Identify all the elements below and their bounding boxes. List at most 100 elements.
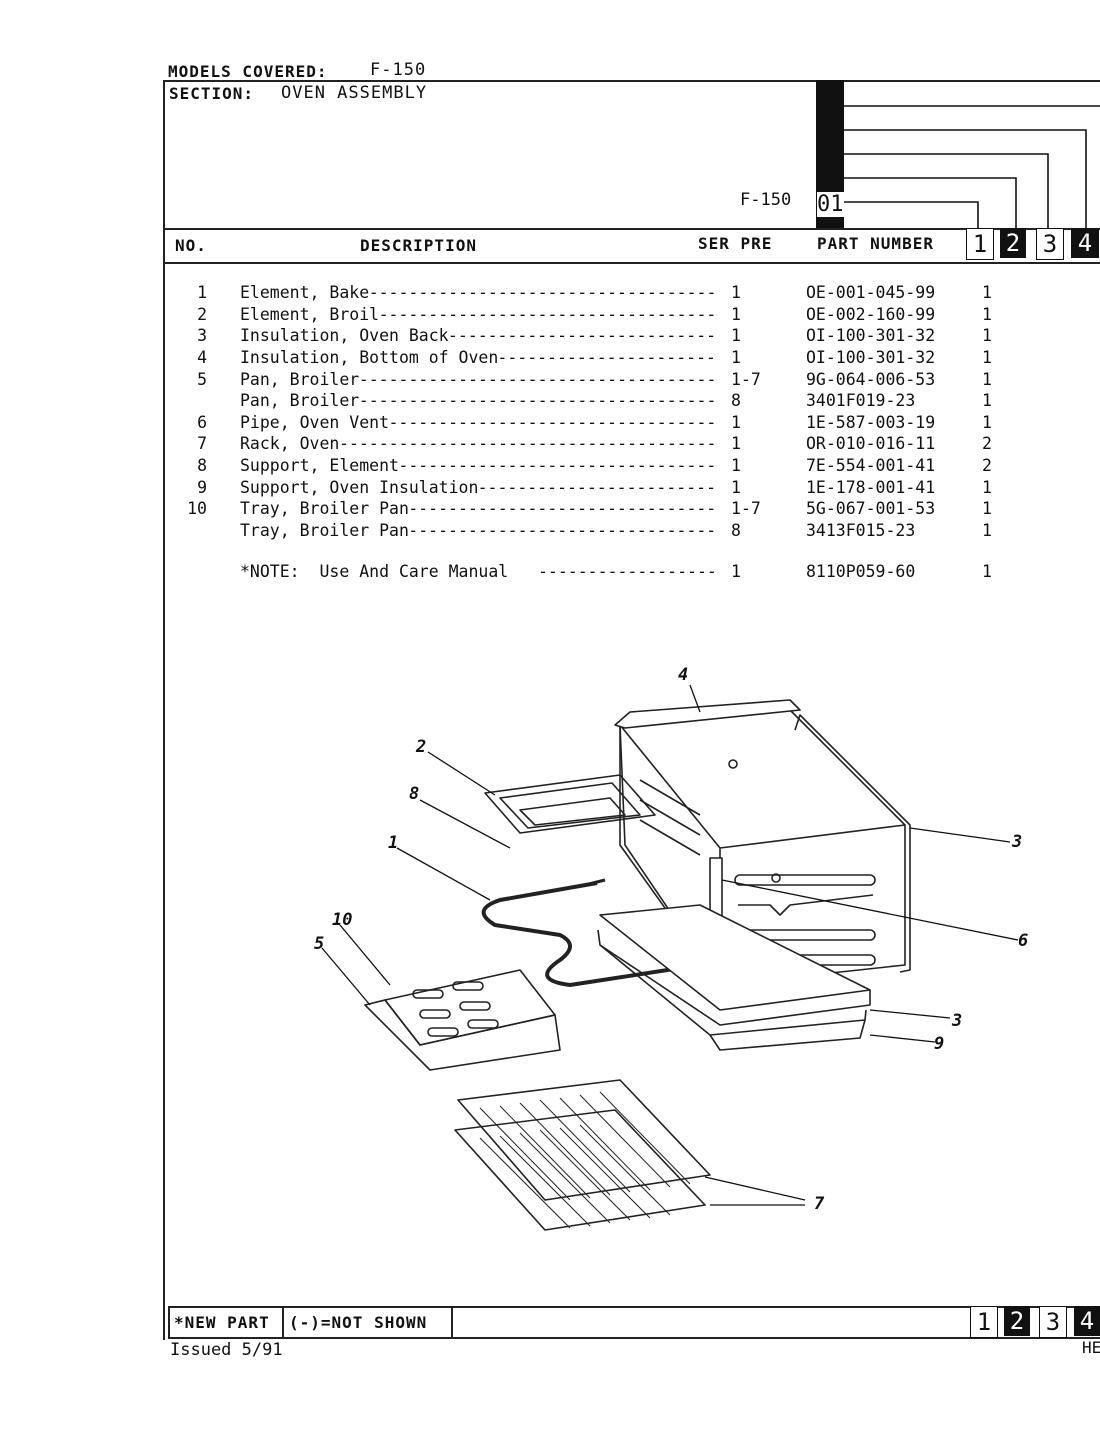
section-label: SECTION: bbox=[169, 84, 255, 103]
part-description: Pan, Broiler bbox=[240, 370, 360, 389]
footer-top-rule bbox=[168, 1306, 1100, 1308]
part-leader-dashes: ------------------------------- bbox=[408, 499, 717, 518]
column-number-2: 2 bbox=[1000, 228, 1026, 258]
part-description: Support, Element bbox=[240, 456, 399, 475]
col-header-no: NO. bbox=[175, 236, 207, 255]
part-number: 3401F019-23 bbox=[806, 391, 916, 410]
part-item-number: 4 bbox=[197, 348, 207, 367]
column-number-3: 3 bbox=[1036, 228, 1064, 260]
callout-2: 2 bbox=[416, 737, 427, 757]
part-description: Rack, Oven bbox=[240, 434, 340, 453]
section-value: OVEN ASSEMBLY bbox=[281, 83, 428, 103]
note-description: *NOTE: Use And Care Manual bbox=[240, 562, 509, 581]
part-description: Tray, Broiler Pan bbox=[240, 521, 409, 540]
col-header-ser-pre: SER PRE bbox=[698, 234, 773, 253]
part-quantity: 2 bbox=[982, 456, 992, 475]
note-ser: 1 bbox=[731, 562, 741, 581]
callout-7: 7 bbox=[814, 1194, 825, 1214]
part-item-number: 7 bbox=[197, 434, 207, 453]
part-number: 3413F015-23 bbox=[806, 521, 916, 540]
part-quantity: 1 bbox=[982, 413, 992, 432]
part-ser-pre: 1-7 bbox=[731, 370, 761, 389]
part-quantity: 1 bbox=[982, 521, 992, 540]
corner-mark: HE bbox=[1082, 1338, 1100, 1357]
part-leader-dashes: ------------------------------------ bbox=[358, 370, 717, 389]
part-ser-pre: 1 bbox=[731, 478, 741, 497]
part-item-number: 2 bbox=[197, 305, 207, 324]
part-number: 1E-587-003-19 bbox=[806, 413, 936, 432]
part-quantity: 1 bbox=[982, 283, 992, 302]
table-header-rule bbox=[163, 262, 1100, 264]
callout-10: 10 bbox=[332, 910, 353, 930]
part-leader-dashes: ------------------------------- bbox=[408, 521, 717, 540]
part-item-number: 1 bbox=[197, 283, 207, 302]
code-02: 02 bbox=[817, 169, 844, 194]
callout-3-bottom: 3 bbox=[952, 1011, 963, 1031]
footer-column-number-4: 4 bbox=[1074, 1306, 1100, 1336]
callout-9: 9 bbox=[934, 1034, 945, 1054]
part-quantity: 1 bbox=[982, 391, 992, 410]
part-item-number: 9 bbox=[197, 478, 207, 497]
part-quantity: 1 bbox=[982, 499, 992, 518]
code-05: 05 bbox=[817, 96, 844, 121]
footer-left-rule bbox=[168, 1306, 170, 1339]
part-ser-pre: 1 bbox=[731, 348, 741, 367]
part-description: Pipe, Oven Vent bbox=[240, 413, 390, 432]
part-item-number: 6 bbox=[197, 413, 207, 432]
part-description: Insulation, Bottom of Oven bbox=[240, 348, 499, 367]
part-leader-dashes: --------------------------- bbox=[447, 326, 717, 345]
issued-date: Issued 5/91 bbox=[170, 1340, 283, 1360]
parts-row: 6 Pipe, Oven Vent------------------------… bbox=[0, 413, 1100, 435]
code-04: 04 bbox=[817, 122, 844, 147]
part-quantity: 1 bbox=[982, 305, 992, 324]
part-leader-dashes: ----------------------------------- bbox=[368, 283, 717, 302]
callout-3-side: 3 bbox=[1012, 832, 1023, 852]
col-header-part-number: PART NUMBER bbox=[817, 234, 934, 253]
footer-column-number-1: 1 bbox=[970, 1306, 998, 1338]
note-row: *NOTE: Use And Care Manual -------------… bbox=[0, 562, 1100, 584]
part-number: OR-010-016-11 bbox=[806, 434, 936, 453]
parts-row: 1 Element, Bake--------------------------… bbox=[0, 283, 1100, 305]
part-item-number: 8 bbox=[197, 456, 207, 475]
parts-row: Pan, Broiler----------------------------… bbox=[0, 391, 1100, 413]
models-covered-label: MODELS COVERED: bbox=[168, 62, 328, 81]
part-ser-pre: 1 bbox=[731, 413, 741, 432]
column-number-1: 1 bbox=[966, 228, 994, 260]
part-quantity: 2 bbox=[982, 434, 992, 453]
part-description: Element, Bake bbox=[240, 283, 370, 302]
part-leader-dashes: ------------------------ bbox=[477, 478, 717, 497]
callout-6: 6 bbox=[1018, 931, 1029, 951]
header-bottom-rule bbox=[163, 228, 1100, 230]
part-ser-pre: 1 bbox=[731, 326, 741, 345]
part-ser-pre: 8 bbox=[731, 391, 741, 410]
code-01: 01 bbox=[817, 192, 844, 217]
part-item-number: 5 bbox=[197, 370, 207, 389]
part-description: Tray, Broiler Pan bbox=[240, 499, 409, 518]
parts-row: 5 Pan, Broiler---------------------------… bbox=[0, 370, 1100, 392]
part-description: Pan, Broiler bbox=[240, 391, 360, 410]
footer-bottom-rule bbox=[168, 1337, 1100, 1339]
model-code: F-150 bbox=[740, 190, 792, 210]
part-quantity: 1 bbox=[982, 370, 992, 389]
code-03: 03 bbox=[817, 146, 844, 171]
footer-not-shown: (-)=NOT SHOWN bbox=[289, 1313, 428, 1332]
part-ser-pre: 1 bbox=[731, 305, 741, 324]
part-number: 1E-178-001-41 bbox=[806, 478, 936, 497]
part-number: 9G-064-006-53 bbox=[806, 370, 936, 389]
callout-8: 8 bbox=[409, 784, 420, 804]
callout-4: 4 bbox=[678, 665, 689, 685]
callout-5: 5 bbox=[314, 934, 325, 954]
header-left-rule bbox=[163, 80, 165, 1340]
oven-exploded-diagram bbox=[321, 684, 1019, 1231]
header-top-rule bbox=[163, 80, 1100, 82]
footer-new-part: *NEW PART bbox=[174, 1313, 270, 1332]
part-leader-dashes: --------------------------------- bbox=[388, 413, 717, 432]
part-ser-pre: 1 bbox=[731, 283, 741, 302]
part-ser-pre: 8 bbox=[731, 521, 741, 540]
